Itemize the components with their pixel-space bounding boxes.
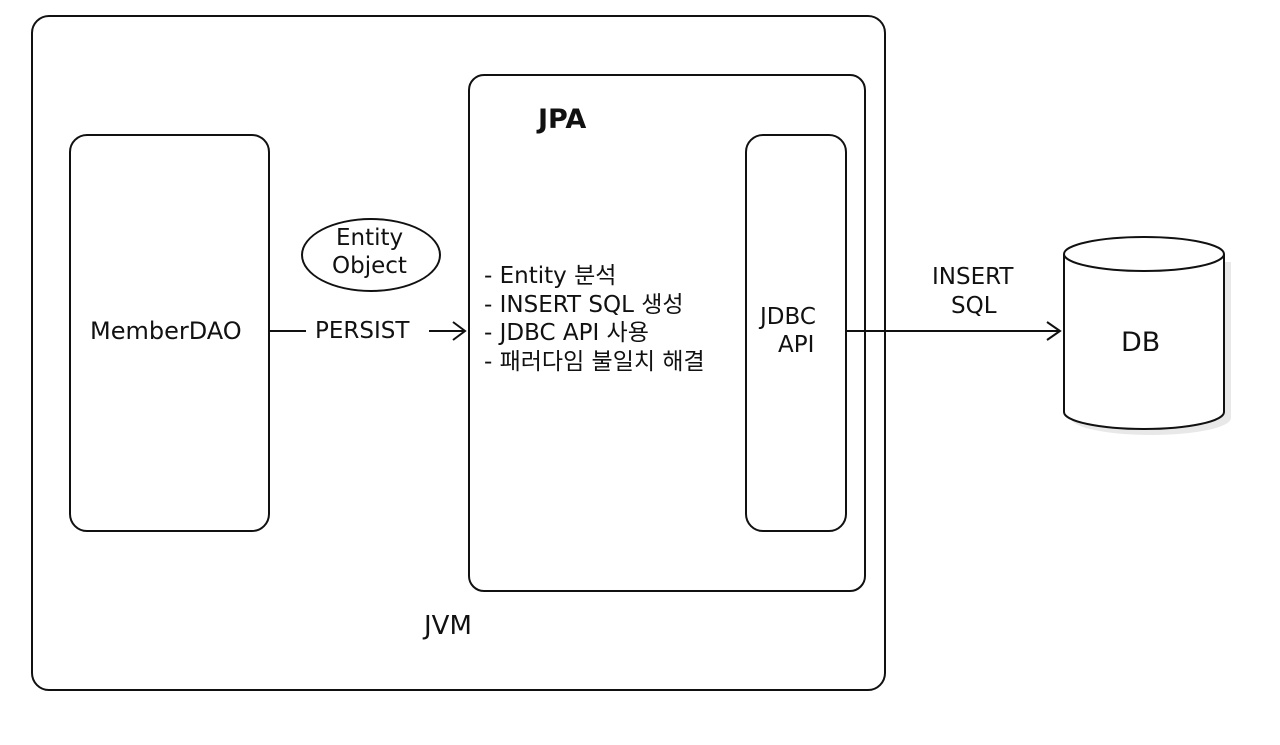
persist-label: PERSIST — [315, 318, 410, 344]
entity-object-ellipse — [301, 218, 441, 292]
jdbc-api-box — [745, 134, 847, 532]
jpa-step: - INSERT SQL 생성 — [484, 292, 684, 318]
entity-object-label-line1: Entity — [336, 225, 404, 251]
jpa-title: JPA — [538, 104, 587, 135]
entity-object-label-line2: Object — [332, 253, 407, 279]
jpa-container — [468, 74, 866, 592]
jpa-step: - JDBC API 사용 — [484, 320, 649, 346]
jdbc-api-label-line2: API — [778, 332, 815, 358]
db-cylinder — [1063, 236, 1231, 435]
jdbc-api-label-line1: JDBC — [760, 304, 816, 330]
jpa-step: - Entity 분석 — [484, 263, 617, 289]
insert-sql-label-line1: INSERT — [932, 264, 1014, 290]
insert-sql-label-line2: SQL — [951, 293, 997, 319]
jvm-container — [31, 15, 886, 691]
insert-sql-arrow-head — [1046, 321, 1062, 341]
jpa-step: - 패러다임 불일치 해결 — [484, 349, 705, 375]
member-dao-box — [69, 134, 270, 532]
persist-arrow-head — [452, 321, 467, 341]
member-dao-label: MemberDAO — [90, 317, 242, 345]
db-label: DB — [1121, 327, 1161, 358]
jvm-label: JVM — [424, 611, 472, 641]
